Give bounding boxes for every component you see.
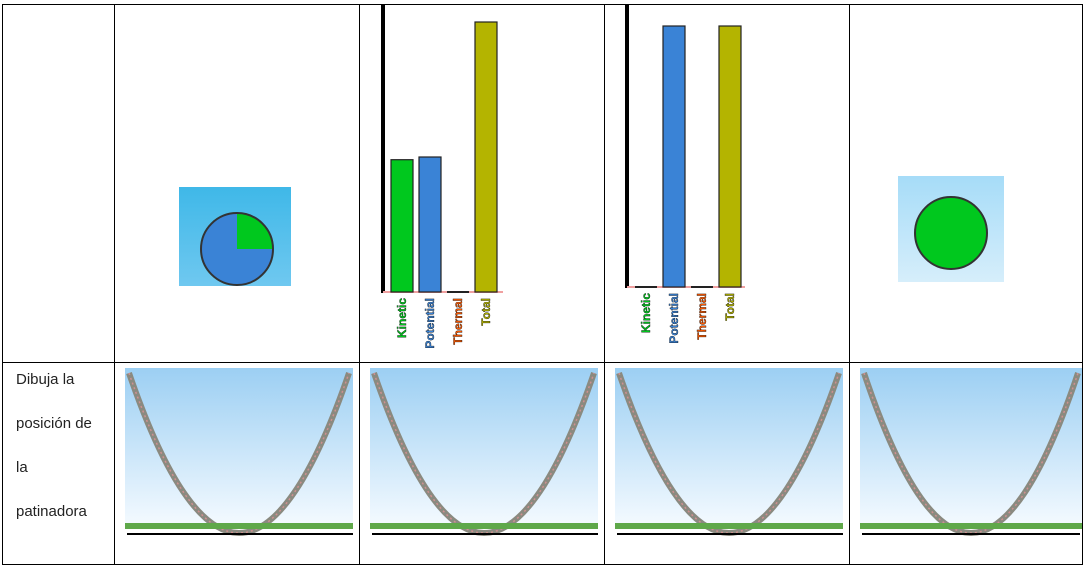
bar-1-total [474, 21, 498, 293]
bar-label-1-total: Total [479, 298, 493, 326]
row-label-line-1: Dibuja la [16, 371, 75, 388]
track-ties [128, 372, 350, 534]
ground [125, 523, 353, 529]
row-label-line-2: posición de [16, 415, 92, 432]
bar-label-2-potential: Potential [667, 293, 681, 344]
track-cell-1 [114, 362, 360, 565]
track-ties [373, 372, 595, 534]
worksheet-table: Kinetic Potential Thermal Total Kinetic Pote… [2, 4, 1083, 565]
bar-1-kinetic [390, 159, 414, 293]
track-ties [863, 372, 1079, 534]
sky [370, 368, 598, 526]
ground [370, 523, 598, 529]
skate-track-1 [125, 368, 353, 536]
pie-outline [200, 212, 274, 286]
sky [615, 368, 843, 526]
skate-track-4 [860, 368, 1082, 536]
pie-slices [200, 212, 274, 286]
pie-chart-cell [114, 4, 360, 363]
row-label-line-4: patinadora [16, 503, 87, 520]
ball-cell [849, 4, 1083, 363]
bar-1-potential [418, 156, 442, 293]
bar-chart-cell-2: Kinetic Potential Thermal Total [604, 4, 850, 363]
skate-track-2 [370, 368, 598, 536]
track-cell-3 [604, 362, 850, 565]
track-cell-4 [849, 362, 1083, 565]
bar-label-1-kinetic: Kinetic [395, 298, 409, 338]
ground [615, 523, 843, 529]
bar-label-2-total: Total [723, 293, 737, 321]
kinetic-ball [914, 196, 988, 270]
track-ties [618, 372, 840, 534]
bar-label-2-thermal: Thermal [695, 293, 709, 340]
ground [860, 523, 1082, 529]
row-label-line-3: la [16, 459, 28, 476]
pie-slice-kinetic [237, 213, 273, 249]
kinetic-ball-chart [898, 176, 1004, 282]
row1-label-cell [2, 4, 115, 363]
bar-chart-2: Kinetic Potential Thermal Total [625, 5, 745, 344]
bar-chart-1: Kinetic Potential Thermal Total [381, 5, 503, 349]
bar-chart-cell-1: Kinetic Potential Thermal Total [359, 4, 605, 363]
skate-track-3 [615, 368, 843, 536]
bar-2-total [718, 25, 742, 288]
sky [860, 368, 1082, 526]
pie-slice-potential [201, 213, 273, 285]
bar-label-1-potential: Potential [423, 298, 437, 349]
pie-chart [179, 187, 291, 286]
bar-label-1-thermal: Thermal [451, 298, 465, 345]
sky [125, 368, 353, 526]
bar-label-2-kinetic: Kinetic [639, 293, 653, 333]
bar-2-potential [662, 25, 686, 288]
row2-label-cell: Dibuja la posición de la patinadora [2, 362, 115, 565]
track-cell-2 [359, 362, 605, 565]
